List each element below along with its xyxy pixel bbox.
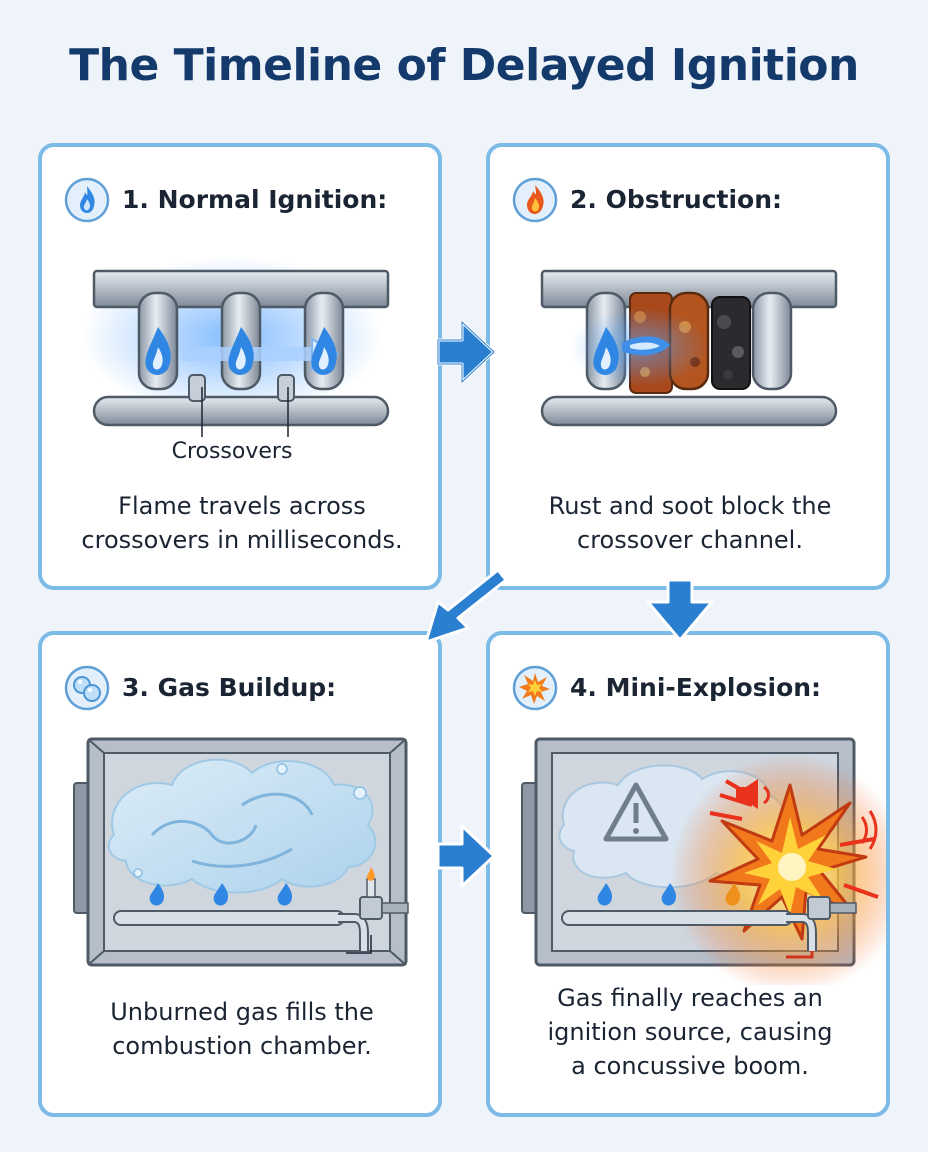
panel-title: 2. Obstruction:: [570, 185, 783, 214]
panel-caption: Gas finally reaches an ignition source, …: [500, 981, 880, 1083]
gas-bubbles-icon: [64, 665, 110, 711]
explosion-chamber-illustration: [521, 737, 886, 985]
burner-crossover-illustration: [82, 257, 390, 437]
caption-line: Unburned gas fills the: [110, 998, 374, 1026]
panel-mini-explosion: 4. Mini-Explosion:: [486, 631, 890, 1117]
panel-obstruction: 2. Obstruction:: [486, 143, 890, 590]
caption-line: combustion chamber.: [112, 1032, 372, 1060]
panel-caption: Rust and soot block the crossover channe…: [500, 489, 880, 557]
caption-line: a concussive boom.: [571, 1052, 809, 1080]
combustion-chamber-gas-illustration: [73, 737, 409, 967]
caption-line: Flame travels across: [118, 492, 366, 520]
clogged-crossover-illustration: [540, 269, 838, 427]
arrow-down-icon: [646, 578, 714, 642]
panel-title: 3. Gas Buildup:: [122, 673, 337, 702]
caption-line: crossover channel.: [577, 526, 803, 554]
page-title: The Timeline of Delayed Ignition: [69, 40, 859, 91]
caption-line: crossovers in milliseconds.: [81, 526, 403, 554]
panel-normal-ignition: 1. Normal Ignition:: [38, 143, 442, 590]
arrow-right-icon: [436, 320, 496, 384]
arrow-diagonal-icon: [424, 568, 508, 644]
caption-line: Rust and soot block the: [548, 492, 832, 520]
panel-caption: Flame travels across crossovers in milli…: [52, 489, 432, 557]
crossovers-label: Crossovers: [171, 439, 293, 464]
explosion-icon: [512, 665, 558, 711]
arrow-right-icon: [436, 824, 496, 888]
blue-flame-icon: [64, 177, 110, 223]
caption-line: Gas finally reaches an: [557, 984, 823, 1012]
panel-title: 4. Mini-Explosion:: [570, 673, 822, 702]
panel-title: 1. Normal Ignition:: [122, 185, 388, 214]
orange-flame-icon: [512, 177, 558, 223]
panel-gas-buildup: 3. Gas Buildup: Unb: [38, 631, 442, 1117]
caption-line: ignition source, causing: [547, 1018, 833, 1046]
panel-caption: Unburned gas fills the combustion chambe…: [52, 995, 432, 1063]
